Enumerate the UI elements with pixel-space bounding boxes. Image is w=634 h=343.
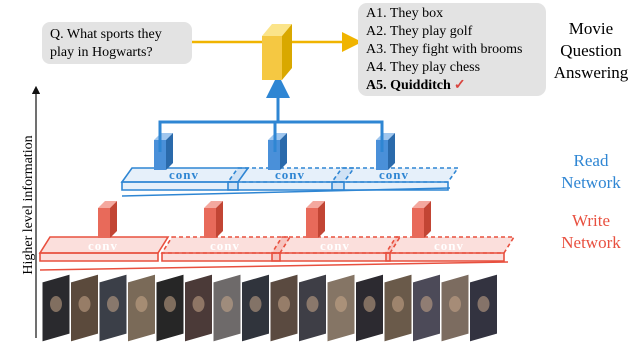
conv-layer: conv xyxy=(160,236,292,262)
write-network-layers: conv conv conv conv xyxy=(38,236,516,271)
conv-label: conv xyxy=(379,167,409,182)
video-frames xyxy=(41,273,498,343)
frame-figure xyxy=(306,296,319,312)
read-layer-edge xyxy=(121,187,451,197)
answer-4: A4. They play chess xyxy=(366,60,481,75)
task-label-line-2: Question xyxy=(560,41,622,60)
read-block xyxy=(376,133,395,170)
frame-figure xyxy=(363,296,376,312)
read-network-layers: conv conv conv xyxy=(120,167,460,197)
question-line-1: Q. What sports they xyxy=(50,27,162,42)
answer-1: A1. They box xyxy=(366,6,444,21)
answer-block xyxy=(262,24,292,80)
conv-label: conv xyxy=(320,238,350,253)
frame-figure xyxy=(420,296,433,312)
read-block xyxy=(268,133,287,170)
conv-layer: conv xyxy=(384,236,516,262)
conv-label: conv xyxy=(169,167,199,182)
frame-figure xyxy=(249,296,262,312)
task-label-line-3: Answering xyxy=(553,63,629,82)
frame-figure xyxy=(107,296,119,312)
answer-3: A3. They fight with brooms xyxy=(366,42,523,57)
conv-layer: conv xyxy=(38,236,170,262)
frame-figure xyxy=(221,296,233,312)
answer-5: A5. Quidditch✓ xyxy=(366,77,538,95)
frame-figure xyxy=(78,296,91,312)
frame-figure xyxy=(449,296,461,312)
frame-figure xyxy=(50,296,62,312)
read-network-blocks xyxy=(154,133,395,170)
answers-box: A1. They box A2. They play golf A3. They… xyxy=(358,3,546,96)
frame-figure xyxy=(135,296,148,312)
write-layer-edge xyxy=(39,261,509,271)
frame-figure xyxy=(192,296,205,312)
conv-label: conv xyxy=(88,238,118,253)
conv-label: conv xyxy=(275,167,305,182)
task-label: Movie Question Answering xyxy=(548,18,634,84)
write-network-label-line-1: Write xyxy=(571,211,611,230)
write-block xyxy=(306,201,325,238)
frame-figure xyxy=(164,296,176,312)
write-block xyxy=(412,201,431,238)
frame-figure xyxy=(392,296,404,312)
read-block xyxy=(154,133,173,170)
frame-figure xyxy=(477,296,490,312)
correct-answer: A5. Quidditch xyxy=(366,78,451,93)
conv-layer: conv xyxy=(120,167,250,191)
write-block xyxy=(204,201,223,238)
write-block xyxy=(98,201,117,238)
conv-layer: conv xyxy=(270,236,402,262)
conv-label: conv xyxy=(210,238,240,253)
write-network-label: Write Network xyxy=(548,210,634,254)
write-network-blocks xyxy=(98,201,431,238)
conv-label: conv xyxy=(434,238,464,253)
task-label-line-1: Movie xyxy=(568,19,614,38)
answer-2: A2. They play golf xyxy=(366,24,473,39)
check-icon: ✓ xyxy=(453,78,466,93)
read-network-label-line-2: Network xyxy=(561,173,621,192)
conv-layer: conv xyxy=(330,167,460,191)
read-network-label: Read Network xyxy=(548,150,634,194)
frame-figure xyxy=(278,296,290,312)
write-network-label-line-2: Network xyxy=(561,233,621,252)
read-merge-arrows xyxy=(158,74,384,152)
question-line-2: play in Hogwarts? xyxy=(50,45,153,60)
conv-layer: conv xyxy=(226,167,356,191)
question-box: Q. What sports they play in Hogwarts? xyxy=(42,22,192,64)
axis-label: Higher level information xyxy=(21,135,36,275)
frame-figure xyxy=(335,296,347,312)
read-network-label-line-1: Read xyxy=(573,151,609,170)
